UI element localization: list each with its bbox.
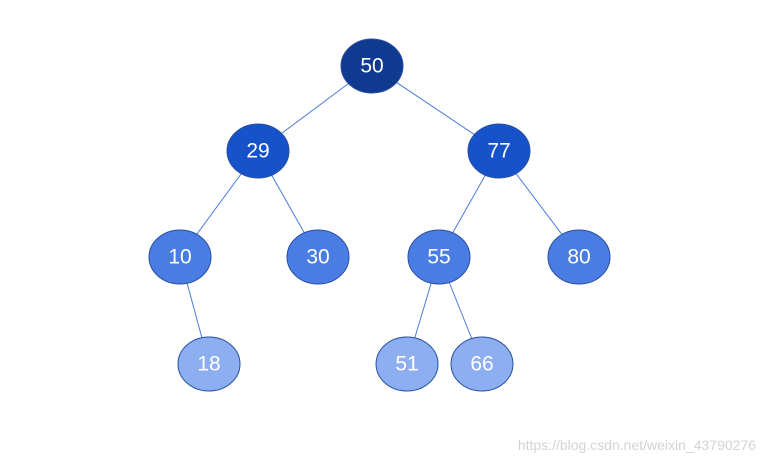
node-label: 50	[360, 55, 383, 78]
node-label: 18	[197, 353, 220, 376]
tree-edges	[179, 65, 580, 365]
node-circle	[286, 229, 350, 285]
node-circle	[148, 229, 212, 285]
node-circle	[467, 123, 531, 179]
node-label: 55	[427, 246, 450, 269]
tree-node-55: 55	[407, 229, 471, 285]
node-circle	[177, 336, 241, 392]
node-circle	[226, 123, 290, 179]
tree-node-29: 29	[226, 123, 290, 179]
tree-node-10: 10	[148, 229, 212, 285]
node-label: 30	[306, 246, 329, 269]
tree-node-51: 51	[375, 336, 439, 392]
node-circle	[407, 229, 471, 285]
tree-node-50: 50	[340, 38, 404, 94]
node-label: 29	[246, 140, 269, 163]
node-label: 51	[395, 353, 418, 376]
node-circle	[340, 38, 404, 94]
node-circle	[375, 336, 439, 392]
node-label: 66	[470, 353, 493, 376]
tree-node-18: 18	[177, 336, 241, 392]
tree-node-30: 30	[286, 229, 350, 285]
node-circle	[547, 229, 611, 285]
node-label: 10	[168, 246, 191, 269]
tree-node-80: 80	[547, 229, 611, 285]
tree-node-77: 77	[467, 123, 531, 179]
watermark-text: https://blog.csdn.net/weixin_43790276	[517, 437, 756, 453]
node-circle	[450, 336, 514, 392]
tree-nodes: 50 29 77 10 30 55 80 18 51 66	[148, 38, 611, 392]
node-label: 80	[567, 246, 590, 269]
tree-node-66: 66	[450, 336, 514, 392]
node-label: 77	[487, 140, 510, 163]
